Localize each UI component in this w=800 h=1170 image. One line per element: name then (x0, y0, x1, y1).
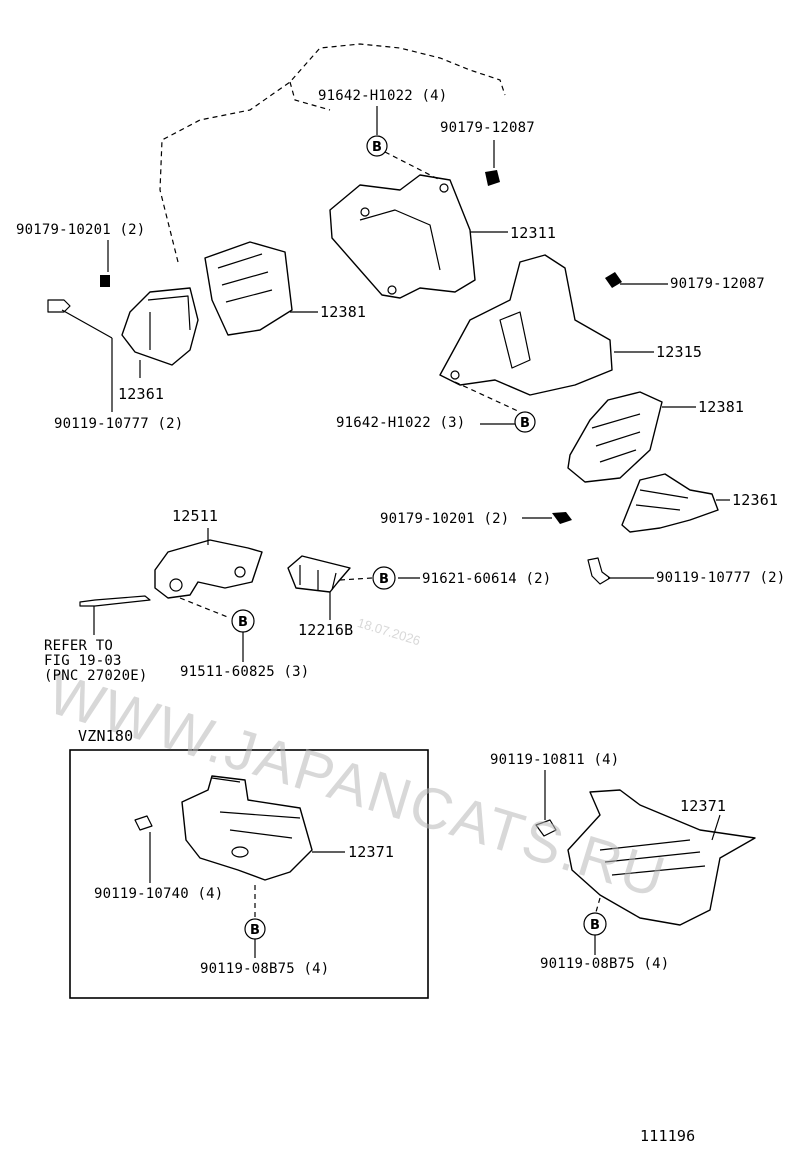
label-90119-10740: 90119-10740 (4) (94, 886, 224, 902)
part-12371-right (535, 789, 756, 926)
label-91621-60614: 91621-60614 (2) (422, 571, 552, 587)
label-90179-12087-right: 90179-12087 (670, 276, 765, 292)
label-90179-12087-top: 90179-12087 (440, 120, 535, 136)
label-12371-vzn180: 12371 (348, 843, 395, 861)
bolt-90119-10740 (134, 815, 153, 831)
part-12361-right (552, 473, 719, 585)
part-12511 (79, 539, 263, 607)
callout-b-4: B (231, 609, 255, 633)
label-91642-h1022-3: 91642-H1022 (3) (336, 415, 466, 431)
label-12511: 12511 (172, 507, 219, 525)
nut-90179-12087-right (605, 272, 622, 288)
label-90119-10777-right: 90119-10777 (2) (656, 570, 786, 586)
long-bolt (79, 595, 151, 607)
label-90179-10201-left: 90179-10201 (2) (16, 222, 146, 238)
nut-90179-10201-left (100, 275, 110, 287)
nut-90179-12087-top (485, 170, 500, 186)
svg-text:B: B (250, 923, 260, 938)
callout-b-1: B (366, 135, 388, 157)
label-12311: 12311 (510, 224, 557, 242)
vzn180-box (69, 749, 429, 999)
callout-b-5: B (244, 918, 266, 940)
engine-outline (159, 43, 506, 263)
callout-b-2: B (514, 411, 536, 433)
diagram-number: 111196 (640, 1127, 696, 1145)
leader-lines (61, 106, 730, 958)
label-12361-right: 12361 (732, 491, 779, 509)
label-12371-right: 12371 (680, 797, 727, 815)
refer-note-line-3: (PNC 27020E) (44, 668, 148, 684)
label-vzn180: VZN180 (78, 727, 134, 745)
svg-text:B: B (372, 140, 382, 155)
part-12381-left (204, 241, 293, 336)
bolt-90119-10777-left (47, 299, 71, 313)
label-91642-h1022-4: 91642-H1022 (4) (318, 88, 448, 104)
part-12381-right (567, 391, 663, 483)
svg-text:B: B (238, 615, 248, 630)
refer-note-line-2: FIG 19-03 (44, 653, 122, 669)
bolt-90119-10777-right (587, 557, 611, 585)
part-12371-vzn180 (134, 775, 313, 881)
svg-text:B: B (379, 572, 389, 587)
svg-text:B: B (590, 918, 600, 933)
callout-b-3: B (372, 566, 396, 590)
label-12381-left: 12381 (320, 303, 367, 321)
label-90119-08b75-vzn180: 90119-08B75 (4) (200, 961, 330, 977)
label-91511-60825: 91511-60825 (3) (180, 664, 310, 680)
part-12315 (439, 254, 622, 396)
refer-note-line-1: REFER TO (44, 638, 114, 654)
part-12216B (287, 555, 351, 593)
label-12315: 12315 (656, 343, 703, 361)
part-12361-left (47, 275, 199, 366)
nut-90179-10201-right (552, 512, 572, 524)
svg-text:B: B (520, 416, 530, 431)
part-12311 (329, 170, 500, 299)
callout-b-6: B (583, 912, 607, 936)
label-12216b: 12216B (298, 621, 354, 639)
label-90179-10201-right: 90179-10201 (2) (380, 511, 510, 527)
label-12381-right: 12381 (698, 398, 745, 416)
label-90119-08b75-right: 90119-08B75 (4) (540, 956, 670, 972)
label-90119-10777-left: 90119-10777 (2) (54, 416, 184, 432)
bolt-90119-10811 (535, 819, 557, 837)
label-90119-10811: 90119-10811 (4) (490, 752, 620, 768)
label-12361-left: 12361 (118, 385, 165, 403)
